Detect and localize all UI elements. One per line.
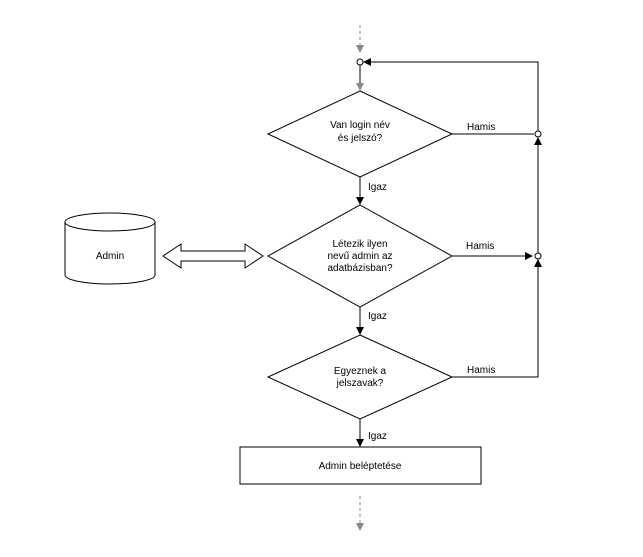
decision-2-line-2: nevű admin az bbox=[327, 251, 392, 262]
decision-3-shape bbox=[266, 334, 454, 420]
merge-junction-2 bbox=[534, 252, 542, 260]
decision-3-line-2: jelszavak? bbox=[336, 378, 384, 389]
edge-label-true-3: Igaz bbox=[368, 431, 387, 442]
edge-label-true-1: Igaz bbox=[368, 182, 387, 193]
merge-junction-1 bbox=[534, 130, 542, 138]
database-label: Admin bbox=[96, 251, 124, 262]
decision-2-line-3: adatbázisban? bbox=[327, 263, 392, 274]
edge-label-false-3: Hamis bbox=[467, 365, 495, 376]
edge-loop-back-to-top bbox=[363, 58, 539, 131]
bidirectional-arrow bbox=[162, 243, 264, 269]
decision-2-line-1: Létezik ilyen bbox=[332, 239, 387, 250]
decision-1-line-1: Van login név bbox=[330, 120, 390, 131]
edge-decision-3-false bbox=[452, 259, 542, 378]
edge-label-false-2: Hamis bbox=[466, 241, 494, 252]
process-label: Admin beléptetése bbox=[319, 461, 402, 472]
database-cylinder bbox=[64, 212, 156, 285]
edge-label-false-1: Hamis bbox=[467, 122, 495, 133]
decision-3-line-1: Egyeznek a bbox=[334, 366, 387, 377]
edge-label-true-2: Igaz bbox=[368, 311, 387, 322]
decision-1-line-2: és jelszó? bbox=[338, 133, 383, 144]
process-box bbox=[239, 446, 482, 485]
merge-junction-top bbox=[356, 58, 364, 66]
